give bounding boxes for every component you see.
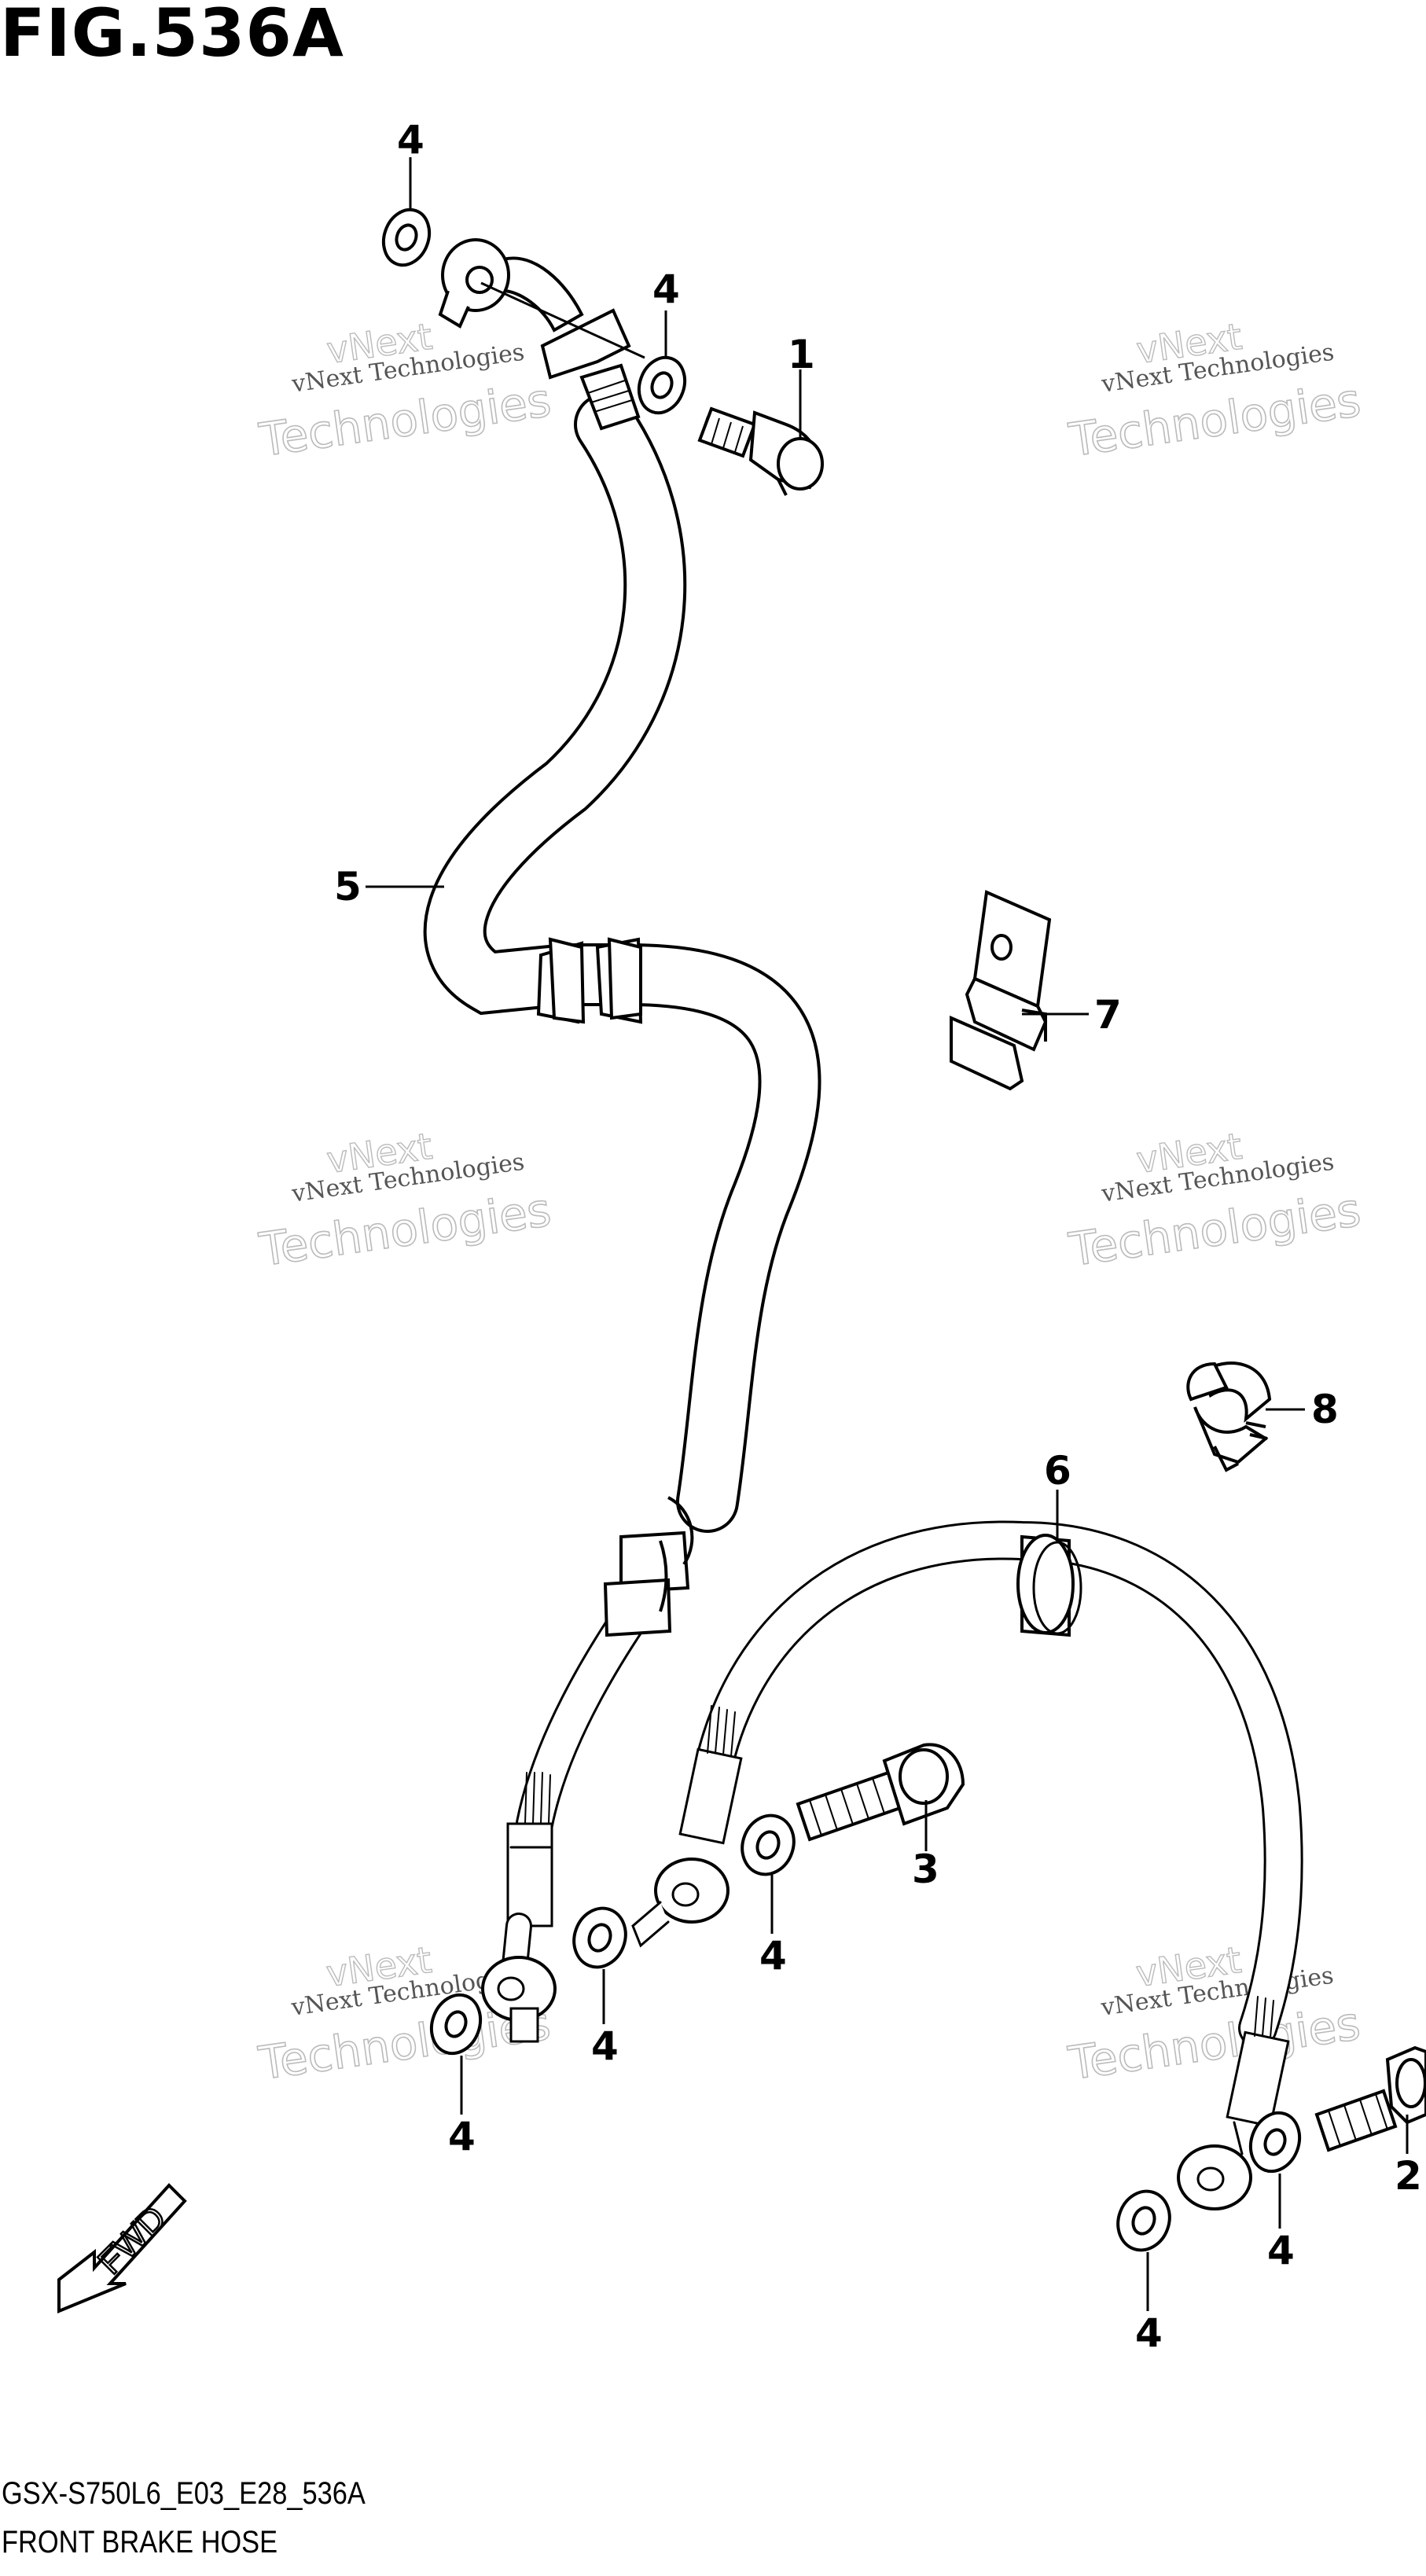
gasket-washer xyxy=(429,1993,483,2056)
callout-4: 4 xyxy=(591,2023,619,2069)
hose-clamp-8 xyxy=(1186,1361,1272,1472)
watermark-mid-left: vNext vNext Technologies Technologies xyxy=(255,1124,555,1277)
callout-3: 3 xyxy=(912,1847,939,1892)
gasket-washer xyxy=(741,1813,796,1876)
figure-model-code: GSX-S750L6_E03_E28_536A xyxy=(2,2476,366,2511)
gasket-washer xyxy=(381,208,432,267)
callout-4: 4 xyxy=(759,1933,787,1979)
callout-4: 4 xyxy=(397,117,424,163)
callout-4: 4 xyxy=(652,266,680,312)
hose-5-upper-fitting xyxy=(438,238,645,431)
figure-title: FIG.536A xyxy=(0,0,344,72)
fwd-arrow-icon: FWD xyxy=(57,2183,187,2313)
watermark-bottom-right: vNext vNext Technologies Technologies xyxy=(1064,1938,1364,2091)
hose-5-mid-clamps xyxy=(536,937,643,1024)
union-bolt-2 xyxy=(1314,2045,1426,2152)
union-bolt-3 xyxy=(796,1743,965,1842)
figure-name: FRONT BRAKE HOSE xyxy=(2,2525,278,2559)
callout-6: 6 xyxy=(1044,1448,1071,1494)
union-bolt-1 xyxy=(697,406,824,496)
brake-hose-6 xyxy=(631,1520,1303,2210)
callout-2: 2 xyxy=(1395,2153,1422,2199)
hose-5-lower-grommets xyxy=(603,1496,694,1637)
watermark-top-right: vNext vNext Technologies Technologies xyxy=(1065,314,1365,468)
leader-lines xyxy=(366,157,1409,2311)
hose-bracket-7 xyxy=(950,890,1052,1091)
callout-8: 8 xyxy=(1311,1387,1339,1432)
callout-5: 5 xyxy=(334,864,362,910)
gasket-washers xyxy=(381,208,1302,2252)
gasket-washer xyxy=(637,355,687,415)
callout-labels: 4 4 1 5 7 8 6 3 4 4 4 2 4 4 xyxy=(334,117,1422,2356)
gasket-washer xyxy=(1116,2189,1171,2252)
callout-4: 4 xyxy=(1135,2310,1163,2356)
gasket-washer xyxy=(572,1906,627,1969)
callout-1: 1 xyxy=(788,332,815,377)
callout-4: 4 xyxy=(1267,2228,1295,2273)
gasket-washer xyxy=(1248,2111,1302,2174)
callout-4: 4 xyxy=(448,2114,476,2159)
watermark-top-left: vNext vNext Technologies Technologies xyxy=(255,314,555,468)
callout-7: 7 xyxy=(1094,992,1122,1038)
watermark-mid-right: vNext vNext Technologies Technologies xyxy=(1065,1124,1365,1277)
